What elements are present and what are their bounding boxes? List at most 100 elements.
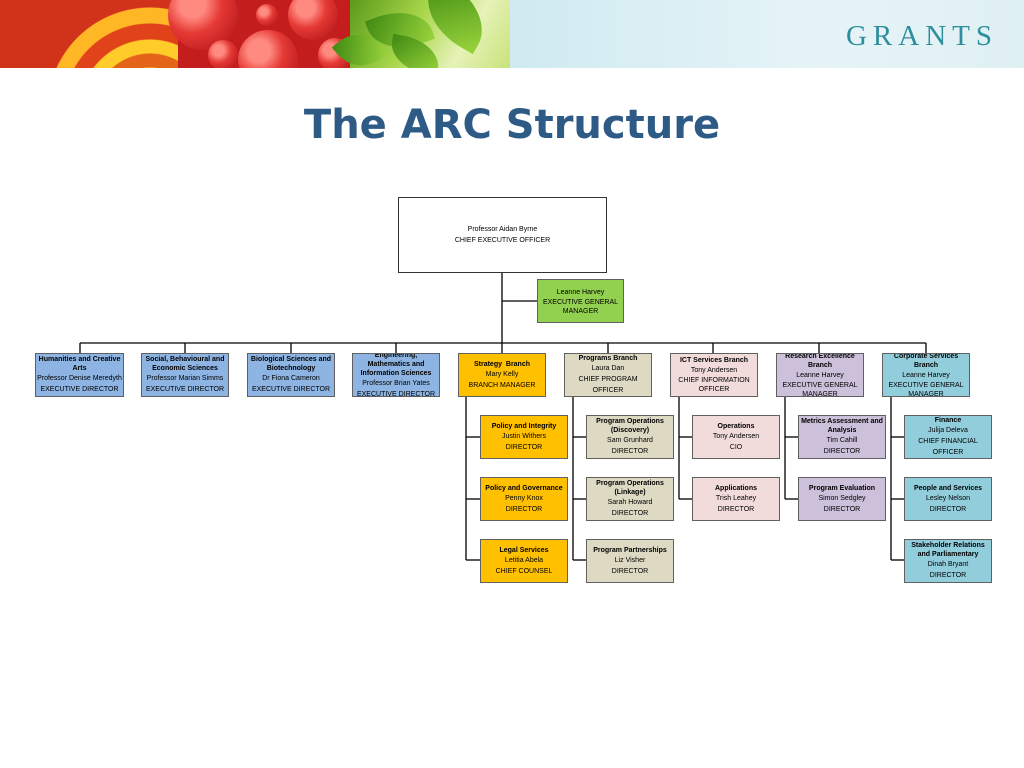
node-role: DIRECTOR — [611, 567, 649, 575]
node-role: CIO — [729, 443, 743, 451]
node-engineering-mathematics: Engineering, Mathematics and Information… — [352, 353, 440, 397]
node-program-operations-discovery: Program Operations (Discovery) Sam Grunh… — [586, 415, 674, 459]
node-title: Program Operations (Linkage) — [596, 480, 664, 496]
node-title: Corporate Services Branch — [893, 353, 959, 369]
node-policy-governance: Policy and Governance Penny Knox DIRECTO… — [480, 477, 568, 521]
node-name: Mary Kelly — [485, 370, 519, 378]
node-title: Humanities and Creative Arts — [38, 356, 121, 372]
node-name: Trish Leahey — [715, 494, 757, 502]
node-role: EXECUTIVE GENERAL MANAGER — [888, 381, 964, 397]
node-role: EXECUTIVE DIRECTOR — [40, 386, 119, 393]
node-name: Dinah Bryant — [927, 561, 969, 568]
node-program-evaluation: Program Evaluation Simon Sedgley DIRECTO… — [798, 477, 886, 521]
node-ict-services-branch: ICT Services Branch Tony Andersen CHIEF … — [670, 353, 758, 397]
node-name: Sam Grunhard — [607, 437, 653, 444]
node-role: CHIEF INFORMATION OFFICER — [678, 377, 750, 393]
node-role: CHIEF COUNSEL — [495, 567, 553, 575]
banner-image-leaves — [331, 0, 510, 68]
node-humanities-creative-arts: Humanities and Creative Arts Professor D… — [35, 353, 124, 397]
node-policy-integrity: Policy and Integrity Justin Withers DIRE… — [480, 415, 568, 459]
node-title: Applications — [714, 484, 757, 492]
node-people-services: People and Services Lesley Nelson DIRECT… — [904, 477, 992, 521]
banner-image-cells — [168, 0, 352, 68]
banner-background: GRANTS — [510, 0, 1024, 68]
node-program-operations-linkage: Program Operations (Linkage) Sarah Howar… — [586, 477, 674, 521]
node-title: Legal Services — [499, 546, 549, 554]
node-programs-branch: Programs Branch Laura Dan CHIEF PROGRAM … — [564, 353, 652, 397]
node-role: DIRECTOR — [717, 505, 755, 513]
node-name: Liz Visher — [614, 556, 646, 564]
node-title: Biological Sciences and Biotechnology — [250, 356, 332, 372]
node-role: EXECUTIVE GENERAL MANAGER — [782, 381, 858, 397]
node-metrics-assessment: Metrics Assessment and Analysis Tim Cahi… — [798, 415, 886, 459]
node-name: Letitia Abela — [504, 556, 544, 564]
node-role: DIRECTOR — [611, 448, 649, 455]
node-title: Engineering, Mathematics and Information… — [360, 353, 432, 377]
node-program-partnerships: Program Partnerships Liz Visher DIRECTOR — [586, 539, 674, 583]
node-operations: Operations Tony Andersen CIO — [692, 415, 780, 459]
node-name: Leanne Harvey — [902, 371, 950, 379]
node-name: Leanne Harvey — [796, 371, 844, 379]
brand-logo: GRANTS — [845, 20, 998, 52]
node-role: DIRECTOR — [611, 510, 649, 517]
node-title: Stakeholder Relations and Parliamentary — [911, 542, 985, 558]
node-role: EXECUTIVE GENERAL MANAGER — [542, 298, 619, 315]
node-role: DIRECTOR — [505, 443, 543, 451]
node-name: Professor Aidan Byrne — [467, 226, 538, 233]
node-role: DIRECTOR — [823, 505, 861, 513]
node-executive-general-manager: Leanne Harvey EXECUTIVE GENERAL MANAGER — [537, 279, 624, 323]
node-finance: Finance Julija Deleva CHIEF FINANCIAL OF… — [904, 415, 992, 459]
node-title: Program Partnerships — [593, 546, 667, 554]
node-name: Tony Andersen — [690, 367, 738, 374]
node-name: Simon Sedgley — [818, 494, 866, 502]
node-role: CHIEF PROGRAM OFFICER — [578, 376, 638, 394]
node-name: Lesley Nelson — [926, 494, 970, 502]
node-title: Social, Behavioural and Economic Science… — [145, 356, 225, 372]
node-role: EXECUTIVE DIRECTOR — [145, 386, 225, 393]
node-name: Sarah Howard — [607, 499, 653, 506]
banner-image-swirl — [0, 0, 178, 68]
node-name: Dr Fiona Cameron — [262, 375, 320, 382]
node-name: Professor Marian Simms — [146, 375, 224, 382]
node-name: Justin Withers — [502, 432, 546, 440]
page-title: The ARC Structure — [303, 102, 721, 148]
node-role: CHIEF EXECUTIVE OFFICER — [454, 237, 551, 244]
node-legal-services: Legal Services Letitia Abela CHIEF COUNS… — [480, 539, 568, 583]
node-name: Laura Dan — [591, 365, 625, 372]
node-role: DIRECTOR — [929, 505, 967, 513]
node-name: Julija Deleva — [928, 427, 968, 434]
node-title: Programs Branch — [578, 355, 638, 362]
node-research-excellence-branch: Research Excellence Branch Leanne Harvey… — [776, 353, 864, 397]
node-title: Strategy Branch — [473, 360, 531, 368]
node-title: Program Operations (Discovery) — [596, 418, 664, 434]
node-role: DIRECTOR — [823, 448, 861, 455]
node-name: Tony Andersen — [712, 432, 760, 440]
node-title: Metrics Assessment and Analysis — [801, 418, 883, 434]
node-title: Research Excellence Branch — [785, 353, 855, 369]
node-title: Policy and Integrity — [491, 422, 557, 430]
node-title: ICT Services Branch — [679, 357, 749, 364]
node-title: Finance — [934, 417, 962, 424]
node-name: Professor Brian Yates — [362, 379, 430, 387]
node-role: DIRECTOR — [929, 572, 967, 579]
node-name: Penny Knox — [505, 494, 543, 502]
node-role: EXECUTIVE DIRECTOR — [251, 386, 331, 393]
node-role: CHIEF FINANCIAL OFFICER — [918, 438, 978, 456]
node-corporate-services-branch: Corporate Services Branch Leanne Harvey … — [882, 353, 970, 397]
node-biological-sciences: Biological Sciences and Biotechnology Dr… — [247, 353, 335, 397]
node-title: Program Evaluation — [808, 484, 876, 492]
header-banner: GRANTS — [0, 0, 1024, 68]
node-name: Tim Cahill — [826, 437, 858, 444]
node-applications: Applications Trish Leahey DIRECTOR — [692, 477, 780, 521]
node-title: Operations — [717, 422, 755, 430]
node-role: DIRECTOR — [505, 505, 543, 513]
node-role: BRANCH MANAGER — [468, 381, 536, 389]
node-social-behavioural-economic: Social, Behavioural and Economic Science… — [141, 353, 229, 397]
node-stakeholder-relations: Stakeholder Relations and Parliamentary … — [904, 539, 992, 583]
node-title: Policy and Governance — [485, 484, 563, 492]
node-name: Professor Denise Meredyth — [37, 375, 122, 382]
node-strategy-branch: Strategy Branch Mary Kelly BRANCH MANAGE… — [458, 353, 546, 397]
node-title: People and Services — [913, 484, 983, 492]
node-role: EXECUTIVE DIRECTOR — [356, 390, 436, 397]
node-name: Leanne Harvey — [556, 288, 605, 296]
